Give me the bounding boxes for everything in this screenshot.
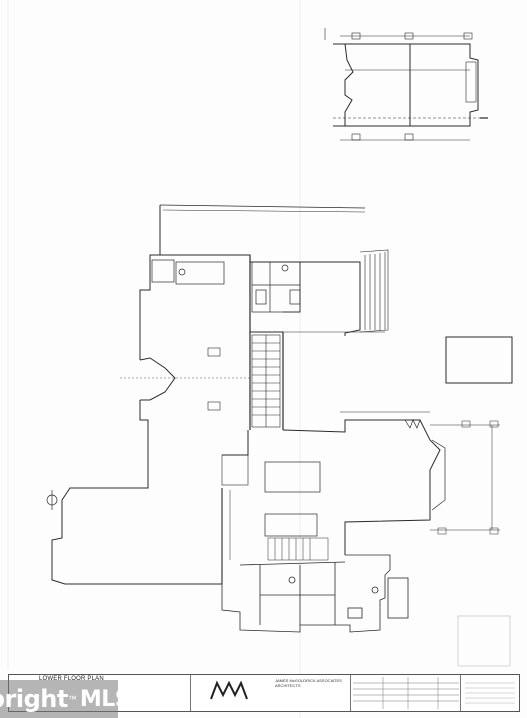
architect-sub: ARCHITECTS: [275, 683, 301, 688]
bright-mls-watermark: bright ™ MLS: [0, 680, 131, 718]
watermark-mark: MLS: [79, 686, 131, 712]
sheet-title: LOWER FLOOR PLAN: [39, 676, 104, 682]
upper-detail-plan: [324, 28, 488, 141]
revision-grid: [353, 677, 459, 709]
notes-lines: [465, 682, 515, 704]
architect-block: JAMES McGOLDRICK ASSOCIATES ARCHITECTS: [275, 678, 353, 688]
logo-cell: [191, 675, 351, 711]
watermark-text: bright: [0, 685, 68, 713]
north-arrow: [46, 490, 58, 510]
title-cell: [9, 675, 191, 711]
architect-logo-icon: [210, 680, 248, 700]
main-floor-plan: [51, 204, 500, 633]
watermark-tm: ™: [67, 694, 77, 704]
legend-box: [445, 336, 513, 384]
architect-name: JAMES McGOLDRICK ASSOCIATES: [275, 678, 342, 683]
revision-cell: [351, 675, 461, 711]
